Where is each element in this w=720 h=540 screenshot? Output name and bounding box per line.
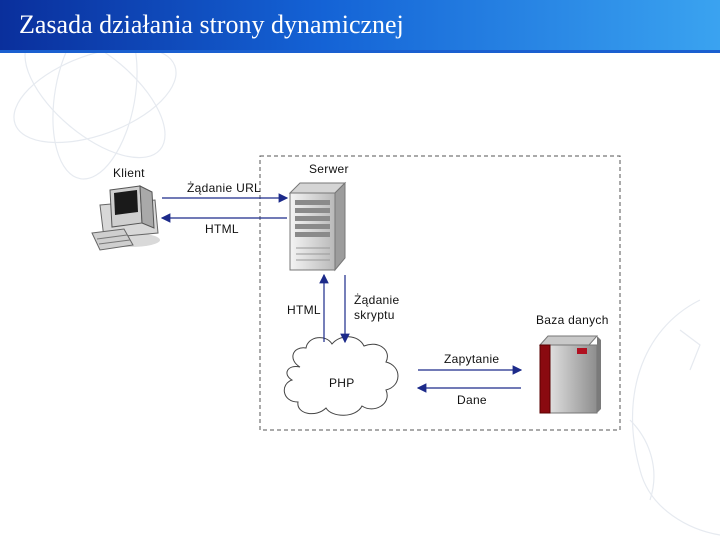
server-label: Serwer: [309, 162, 349, 176]
title-underline: [0, 50, 720, 53]
html-response-label: HTML: [205, 222, 239, 236]
client-computer-icon: [91, 185, 160, 251]
php-label: PHP: [329, 376, 355, 390]
script-request-label-line1: Żądanie: [354, 293, 400, 307]
client-label: Klient: [113, 166, 145, 180]
database-label: Baza danych: [536, 313, 609, 327]
server-side-boundary: [259, 155, 621, 431]
page-title: Zasada działania strony dynamicznej: [19, 10, 404, 39]
query-label: Zapytanie: [444, 352, 500, 366]
script-request-label-line2: skryptu: [354, 308, 395, 322]
url-request-label: Żądanie URL: [187, 181, 262, 195]
title-bar: Zasada działania strony dynamicznej: [0, 0, 720, 53]
html-from-php-label: HTML: [287, 303, 321, 317]
data-label: Dane: [457, 393, 487, 407]
database-cabinet-icon: [538, 335, 601, 414]
server-tower-icon: [288, 181, 347, 272]
